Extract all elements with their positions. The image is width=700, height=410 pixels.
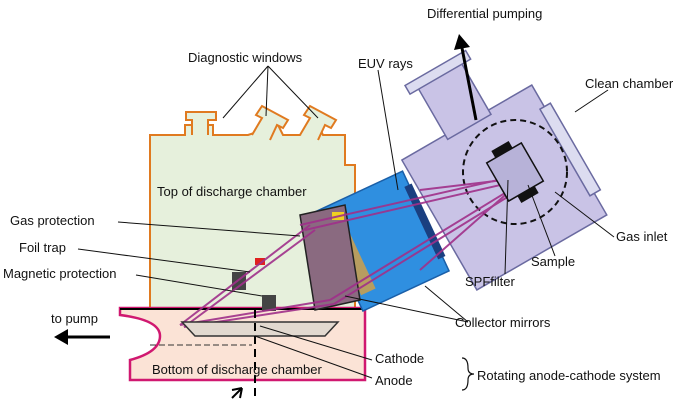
label-diagnostic-windows: Diagnostic windows (188, 50, 303, 65)
label-to-pump: to pump (51, 311, 98, 326)
pumping-flange (403, 49, 472, 96)
sample-holder (485, 141, 545, 203)
sample-region-circle (462, 119, 568, 225)
collector-face (404, 183, 446, 260)
foil-trap-red-mark (255, 258, 265, 265)
foil-trap-clamp-2 (262, 295, 276, 311)
label-collector-mirrors: Collector mirrors (455, 315, 551, 330)
anode-cathode-disk (180, 321, 340, 337)
rotating-system-brace (461, 357, 475, 391)
diagnostic-window-2 (251, 104, 290, 141)
diagnostic-window-1 (185, 111, 217, 135)
label-bottom-chamber: Bottom of discharge chamber (152, 362, 322, 377)
differential-pumping-arrow-icon (454, 34, 478, 121)
pump-arrow-icon (54, 329, 110, 345)
clean-chamber-flange (538, 102, 602, 197)
label-spf-filter: SPFfilter (465, 274, 516, 289)
leader-lines (77, 65, 615, 379)
diagnostic-window-3 (299, 104, 338, 141)
label-gas-protection: Gas protection (10, 213, 95, 228)
label-top-chamber: Top of discharge chamber (157, 184, 307, 199)
label-rotating-system: Rotating anode-cathode system (477, 368, 661, 383)
label-anode: Anode (375, 373, 413, 388)
label-euv-rays: EUV rays (358, 56, 413, 71)
label-clean-chamber: Clean chamber (585, 76, 674, 91)
label-cathode: Cathode (375, 351, 424, 366)
top-chamber-body (149, 123, 356, 311)
label-foil-trap: Foil trap (19, 240, 66, 255)
label-gas-inlet: Gas inlet (616, 229, 668, 244)
rotation-arrow-icon (231, 387, 243, 399)
label-magnetic-protection: Magnetic protection (3, 266, 116, 281)
label-sample: Sample (531, 254, 575, 269)
label-differential-pumping: Differential pumping (427, 6, 542, 21)
foil-trap-body (299, 204, 361, 311)
